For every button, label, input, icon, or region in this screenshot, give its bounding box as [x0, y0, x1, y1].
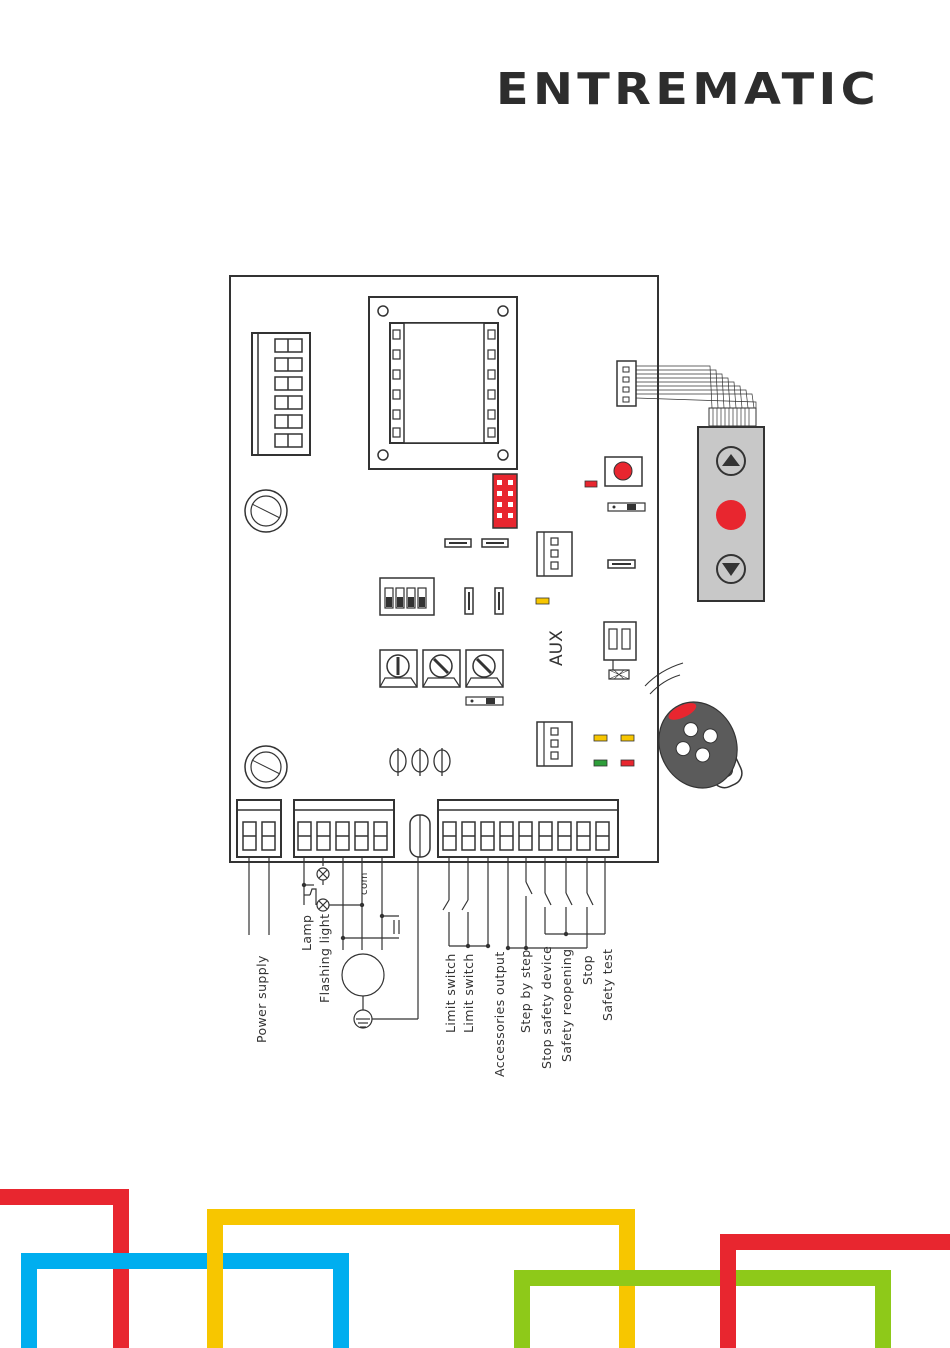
keypad-down-button — [717, 555, 745, 583]
wiring-inputs — [443, 857, 605, 948]
led-yellow-2 — [621, 735, 634, 741]
led-red-small — [585, 481, 597, 487]
label-safety-test: Safety test — [600, 949, 615, 1021]
external-keypad — [698, 427, 764, 601]
remote-control — [645, 663, 754, 807]
trimmer-potentiometers — [380, 650, 503, 687]
label-lamp: Lamp — [299, 915, 314, 951]
terminal-block-motor — [294, 800, 394, 857]
logo-wordmark: ENTREMATIC — [496, 64, 880, 115]
keypad-stop-button — [716, 500, 746, 530]
led-yellow-1 — [594, 735, 607, 741]
left-terminal-connector — [252, 333, 310, 455]
label-safety-reopening: Safety reopening — [559, 949, 574, 1062]
keypad-up-button — [717, 447, 745, 475]
terminal-block-inputs — [438, 800, 618, 857]
label-step-by-step: Step by step — [518, 949, 533, 1033]
decorative-brand-lines — [0, 1197, 950, 1348]
label-com: com — [359, 872, 370, 895]
label-flashing-light: Flashing light — [317, 914, 332, 1003]
fuse-bottom — [245, 746, 287, 788]
entrematic-logo: ENTREMATIC — [496, 64, 880, 115]
three-pin-connector-upper — [537, 532, 572, 576]
led-yellow-aux — [536, 598, 549, 604]
mini-fuses — [390, 748, 450, 776]
label-stop: Stop — [580, 955, 595, 985]
dip-switch-4 — [380, 578, 434, 615]
earth-terminal — [410, 815, 430, 857]
label-accessories-output: Accessories output — [492, 951, 507, 1077]
three-pin-connector-lower — [537, 722, 572, 766]
led-red — [621, 760, 634, 766]
wiring-power — [249, 857, 269, 935]
label-limit-switch-2: Limit switch — [461, 953, 476, 1033]
label-limit-switch-1: Limit switch — [443, 953, 458, 1033]
label-power-supply: Power supply — [254, 955, 269, 1043]
led-green — [594, 760, 607, 766]
red-header-connector — [493, 474, 517, 528]
aux-label: AUX — [547, 630, 567, 666]
reset-push-button — [605, 457, 642, 486]
label-stop-safety-device: Stop safety device — [539, 946, 554, 1069]
transformer — [369, 297, 517, 469]
terminal-block-power — [237, 800, 281, 857]
fuse-top — [245, 490, 287, 532]
